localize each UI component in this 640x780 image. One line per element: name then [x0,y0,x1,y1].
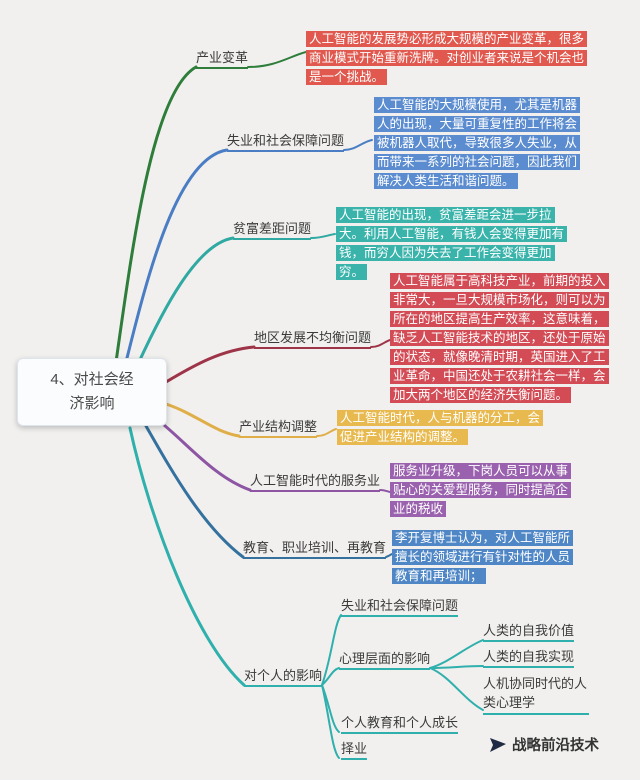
connector-curve-industrial-structure [316,428,337,437]
watermark: 战略前沿技术 [488,734,599,755]
connector-curve-regional-imbalance [370,339,391,348]
branch-label-regional-imbalance: 地区发展不均衡问题 [254,329,372,349]
subbranch-curve-self-worth [429,639,484,669]
detail-note-unemployment-social-security: 人工智能的大规模使用，尤其是机器人的出现，大量可重复性的工作将会被机器人取代，导… [374,96,581,191]
subbranch-curve-human-machine-psychology [429,667,484,711]
watermark-logo-icon [490,737,506,752]
child-label-self-actualization: 人类的自我实现 [483,648,575,668]
subbranch-curve-psychological [321,667,340,686]
connector-curve-wealth-gap [310,233,336,239]
branch-curve-wealth-gap [136,236,235,366]
child-label-career-choice: 择业 [341,740,368,760]
branch-label-unemployment-social-security: 失业和社会保障问题 [227,132,345,152]
connector-curve-service-industry [379,489,391,493]
detail-note-wealth-gap: 人工智能的出现，贫富差距会进一步拉大。利用人工智能，有钱人会变得更加有钱，而穷人… [336,206,576,282]
connector-curve-industry-transformation [247,51,307,68]
branch-curve-service-industry [156,418,252,492]
branch-label-industry-transformation: 产业变革 [196,49,249,69]
branch-curve-education-retraining [144,424,245,559]
branch-label-service-industry-ai-era: 人工智能时代的服务业 [250,472,381,492]
branch-label-wealth-gap: 贫富差距问题 [233,220,312,240]
child-label-self-worth: 人类的自我价值 [483,622,575,642]
branch-label-education-retraining: 教育、职业培训、再教育 [243,539,387,559]
branch-curve-industry-transformation [114,65,198,364]
detail-note-service-industry: 服务业升级，下岗人员可以从事贴心的关爱型服务，同时提高企业的税收 [390,462,572,519]
subbranch-curve-unemployment-child [321,614,342,686]
connector-curve-education-retraining [385,553,393,558]
branch-curve-unemployment-social-security [124,148,229,364]
child-label-psychological-impact: 心理层面的影响 [339,650,431,670]
branch-label-industrial-structure-adjustment: 产业结构调整 [239,418,318,438]
connector-curve-unemployment-social-security [343,139,373,151]
child-label-personal-education-growth: 个人教育和个人成长 [341,714,459,734]
subbranch-curve-career-choice [321,684,340,759]
branch-curve-regional-imbalance [164,345,256,384]
watermark-text: 战略前沿技术 [512,738,599,754]
central-topic-label: 4、对社会经济影响 [50,371,134,412]
branch-curve-personal-impact [128,426,246,687]
detail-note-industry-transformation: 人工智能的发展势必形成大规模的产业变革，很多商业模式开始重新洗牌。对创业者来说是… [306,30,588,87]
detail-note-regional-imbalance: 人工智能属于高科技产业，前期的投入非常大，一旦大规模市场化，则可以为所在的地区提… [390,272,609,405]
child-label-unemployment-social-security: 失业和社会保障问题 [341,597,459,617]
child-label-human-machine-psychology: 人机协同时代的人类心理学 [483,674,589,715]
central-topic: 4、对社会经济影响 [17,358,167,426]
detail-note-education-retraining: 李开复博士认为，对人工智能所擅长的领域进行有针对性的人员教育和再培训； [392,529,574,586]
branch-curve-industrial-structure [164,402,241,438]
branch-label-personal-impact: 对个人的影响 [244,667,323,687]
detail-note-industrial-structure: 人工智能时代，人与机器的分工，会促进产业结构的调整。 [337,409,544,447]
subbranch-curve-self-actualization [429,665,484,669]
